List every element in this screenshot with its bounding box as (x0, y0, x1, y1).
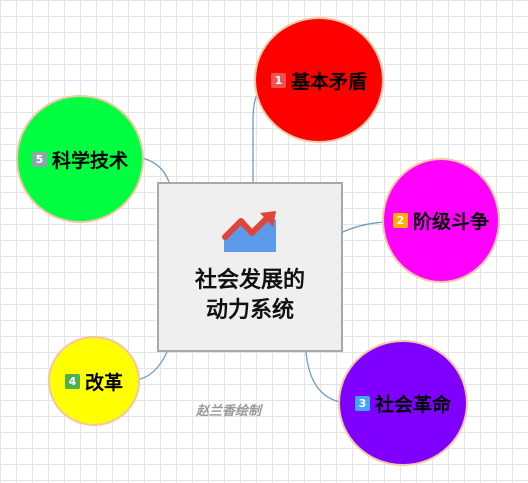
topic-number-badge: 5 (31, 151, 47, 167)
author-credit: 赵兰香绘制 (196, 404, 262, 419)
connector-social-revolution (305, 351, 341, 403)
topic-reform[interactable]: 4 改革 (48, 336, 140, 426)
trending-up-chart-icon (222, 211, 276, 252)
connector-class-struggle (342, 221, 385, 233)
topic-number-badge: 2 (392, 213, 408, 228)
topic-label: 改革 (84, 371, 123, 394)
central-topic-line-2: 动力系统 (205, 298, 294, 323)
topic-label: 基本矛盾 (290, 70, 367, 93)
topic-class-struggle[interactable]: 2 阶级斗争 (382, 158, 500, 283)
topic-number-badge: 3 (354, 395, 370, 411)
topic-label: 社会革命 (374, 393, 451, 416)
connector-science-technology (141, 157, 170, 183)
central-topic[interactable]: 社会发展的 动力系统 (157, 182, 343, 352)
central-topic-line-1: 社会发展的 (194, 268, 305, 293)
central-topic-title: 社会发展的 动力系统 (175, 266, 325, 326)
topic-basic-contradiction[interactable]: 1 基本矛盾 (254, 17, 384, 143)
topic-number-badge: 1 (270, 72, 286, 88)
topic-science-technology[interactable]: 5 科学技术 (16, 95, 144, 223)
topic-number-badge: 4 (64, 373, 80, 389)
topic-label: 科学技术 (51, 149, 128, 172)
topic-social-revolution[interactable]: 3 社会革命 (338, 340, 468, 466)
topic-label: 阶级斗争 (412, 211, 489, 233)
